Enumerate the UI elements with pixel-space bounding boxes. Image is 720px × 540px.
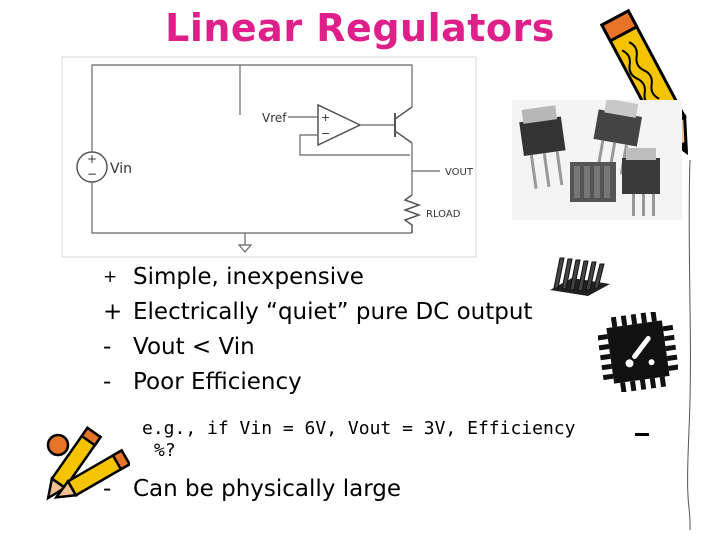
opamp-minus-label: − [321, 127, 330, 140]
heatsink-icon [550, 257, 610, 296]
example-line-2: %? [154, 440, 176, 461]
rload-label: RLOAD [426, 209, 461, 220]
source-plus-label: + [87, 152, 97, 166]
bullet-mark: - [103, 476, 112, 502]
chip-icon [598, 312, 678, 392]
bullet-text: Simple, inexpensive [133, 264, 364, 290]
efficiency-example: e.g., if Vin = 6V, Vout = 3V, Efficiency… [142, 418, 575, 462]
bullet-mark: + [103, 267, 118, 287]
vin-label: Vin [110, 161, 132, 177]
bullet-item: - Vout < Vin [103, 330, 532, 365]
vout-label: VOUT [445, 167, 474, 178]
source-minus-label: − [87, 167, 97, 181]
slide-title: Linear Regulators [165, 6, 555, 50]
vref-label: Vref [262, 111, 287, 125]
bullet-list: + Simple, inexpensive + Electrically “qu… [103, 260, 532, 400]
bullet-mark: + [103, 299, 123, 325]
bullet-text: Vout < Vin [133, 334, 255, 360]
bullet-item: + Simple, inexpensive [103, 260, 532, 295]
bullet-text: Poor Efficiency [133, 369, 302, 395]
circuit-diagram: + − Vin Vref + − VOUT RLOAD [61, 56, 477, 258]
regulator-components-image [512, 100, 682, 220]
example-line-1: e.g., if Vin = 6V, Vout = 3V, Efficiency [142, 418, 576, 439]
bullet-item: + Electrically “quiet” pure DC output [103, 295, 532, 330]
bullet-mark: - [103, 369, 112, 395]
edge-line-decoration [687, 160, 691, 530]
pencils-icon [46, 426, 130, 501]
bullet-text: Can be physically large [133, 476, 401, 502]
bullet-item: - Can be physically large [103, 472, 401, 507]
opamp-plus-label: + [321, 111, 330, 124]
bullet-mark: - [103, 334, 112, 360]
answer-blank [635, 433, 649, 436]
bullet-text: Electrically “quiet” pure DC output [133, 299, 533, 325]
bullet-item: - Poor Efficiency [103, 365, 532, 400]
